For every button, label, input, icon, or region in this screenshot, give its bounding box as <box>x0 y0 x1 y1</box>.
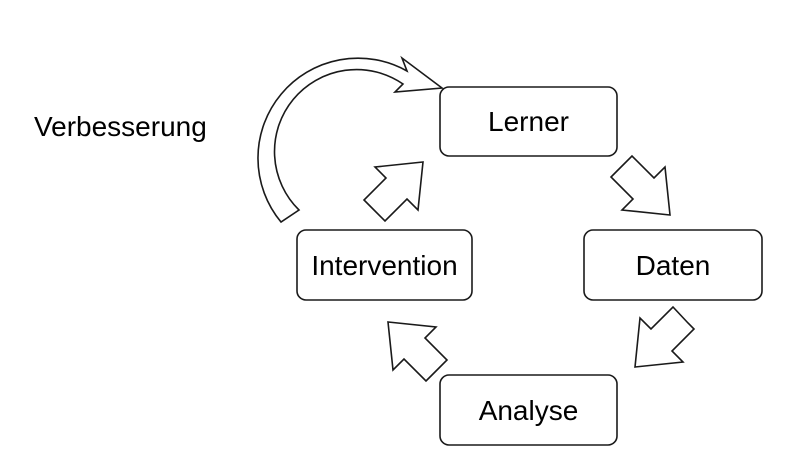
node-daten-label: Daten <box>636 250 711 281</box>
improvement-label: Verbesserung <box>34 111 207 142</box>
node-lerner: Lerner <box>439 86 618 157</box>
arrow-analyse-to-intervention <box>387 321 449 383</box>
arrow-intervention-to-lerner <box>362 161 424 223</box>
node-intervention: Intervention <box>296 229 473 301</box>
node-lerner-label: Lerner <box>488 106 569 137</box>
node-analyse: Analyse <box>439 374 618 446</box>
arrow-daten-to-analyse <box>634 305 696 368</box>
node-daten: Daten <box>583 229 763 301</box>
arrow-lerner-to-daten <box>609 154 671 216</box>
improvement-curved-arrow <box>257 55 445 224</box>
node-analyse-label: Analyse <box>479 395 579 426</box>
node-intervention-label: Intervention <box>311 250 457 281</box>
